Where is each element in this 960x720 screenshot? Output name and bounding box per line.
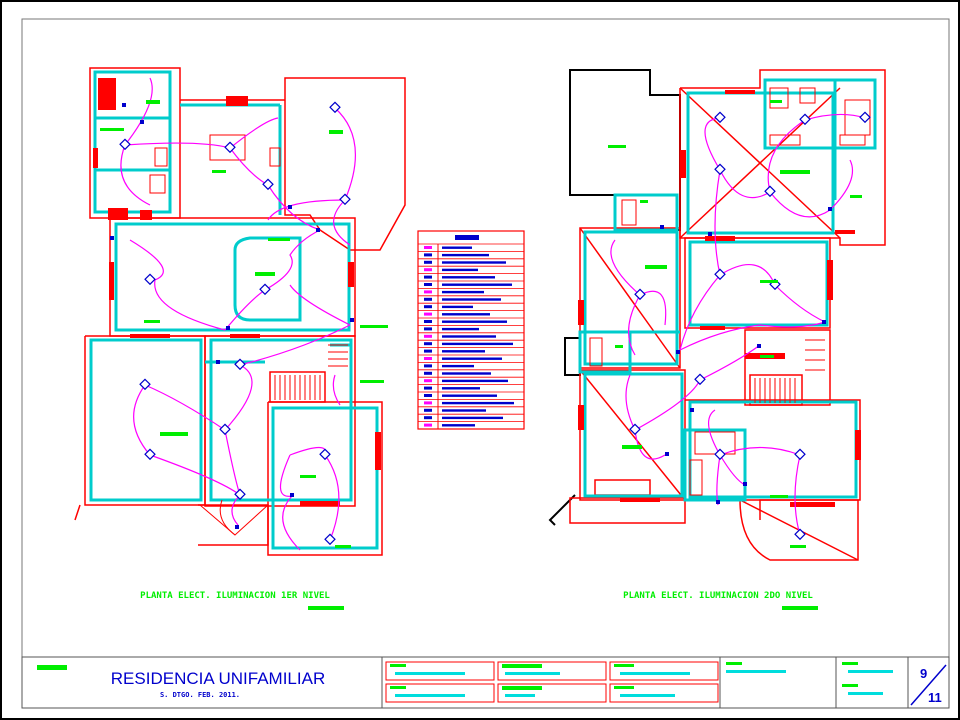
first-floor-stairs xyxy=(274,344,348,400)
legend-symbol xyxy=(424,327,432,331)
sheet-total: 11 xyxy=(928,690,942,705)
legend-description xyxy=(442,379,508,383)
legend-description xyxy=(442,342,513,346)
legend-symbol xyxy=(424,253,432,257)
legend-description xyxy=(442,409,486,412)
legend-symbol xyxy=(424,305,432,309)
legend-symbol xyxy=(424,371,432,375)
legend-description xyxy=(442,261,506,264)
legend-description xyxy=(442,387,480,390)
legend-description xyxy=(442,335,496,338)
first-floor-light-fixtures xyxy=(119,101,351,546)
project-name: RESIDENCIA UNIFAMILIAR xyxy=(111,669,325,688)
legend-symbol xyxy=(424,260,432,264)
second-floor-switches xyxy=(660,207,832,504)
second-floor-light-fixtures xyxy=(629,111,871,541)
legend-description xyxy=(442,246,472,249)
legend-description xyxy=(442,364,474,368)
title-block-info-cells xyxy=(385,661,719,703)
second-floor-scale-label xyxy=(782,606,818,610)
legend-description xyxy=(442,298,501,301)
legend-symbol xyxy=(424,379,432,383)
legend-symbol xyxy=(424,349,432,353)
first-floor-plan: PLANTA ELECT. ILUMINACION 1ER NIVEL xyxy=(74,67,406,610)
legend-description xyxy=(442,290,484,294)
legend-description xyxy=(442,268,478,272)
legend-symbol xyxy=(424,246,432,249)
legend-description xyxy=(442,357,502,360)
sheet-number: 9 xyxy=(920,666,927,681)
second-floor-plan: PLANTA ELECT. ILUMINACION 2DO NIVEL xyxy=(548,69,886,610)
title-block: RESIDENCIA UNIFAMILIAR S. DTGO. FEB. 201… xyxy=(21,656,950,709)
legend-description xyxy=(442,350,485,353)
second-floor-fixtures xyxy=(589,87,871,496)
first-floor-plan-title: PLANTA ELECT. ILUMINACION 1ER NIVEL xyxy=(140,591,330,601)
legend-symbol xyxy=(424,283,432,286)
legend-description xyxy=(442,327,479,331)
legend-symbol xyxy=(424,357,432,360)
legend-symbol xyxy=(424,275,432,279)
legend-symbol xyxy=(424,394,432,397)
symbol-legend-table xyxy=(417,230,525,430)
first-floor-wall-blocks xyxy=(93,78,381,506)
location-date: S. DTGO. FEB. 2011. xyxy=(160,691,240,699)
legend-symbol xyxy=(424,297,432,301)
legend-symbol xyxy=(424,320,432,323)
first-floor-inner-walls xyxy=(89,70,379,550)
first-floor-fixtures xyxy=(149,134,281,536)
legend-symbol xyxy=(424,268,432,272)
second-floor-room-labels xyxy=(608,100,862,548)
legend-description xyxy=(442,416,503,420)
legend-symbol xyxy=(424,364,432,368)
legend-symbol xyxy=(424,401,432,405)
legend-description xyxy=(442,372,491,375)
legend-description xyxy=(442,276,495,279)
second-floor-stairs xyxy=(754,339,825,403)
title-block-logo-label xyxy=(37,665,67,670)
title-block-info-values xyxy=(395,670,893,697)
first-floor-switches xyxy=(110,103,354,529)
legend-symbol xyxy=(424,312,432,316)
legend-symbol xyxy=(424,342,432,346)
first-floor-room-labels xyxy=(100,100,388,548)
legend-symbol xyxy=(424,423,432,427)
legend-rows xyxy=(418,243,524,427)
legend-description xyxy=(442,313,490,316)
legend-symbol xyxy=(424,334,432,338)
legend-description xyxy=(442,253,489,257)
legend-description xyxy=(442,283,512,286)
title-block-info-text xyxy=(390,662,858,690)
legend-symbol xyxy=(424,408,432,412)
second-floor-plan-title: PLANTA ELECT. ILUMINACION 2DO NIVEL xyxy=(623,591,813,601)
sheet-divider xyxy=(910,664,947,706)
legend-description xyxy=(442,305,473,309)
legend-description xyxy=(442,394,497,397)
legend-symbol xyxy=(424,416,432,420)
legend-symbol xyxy=(424,386,432,390)
legend-description xyxy=(442,424,475,427)
legend-description xyxy=(442,320,507,323)
legend-description xyxy=(442,401,514,405)
first-floor-scale-label xyxy=(308,606,344,610)
legend-symbol xyxy=(424,290,432,294)
